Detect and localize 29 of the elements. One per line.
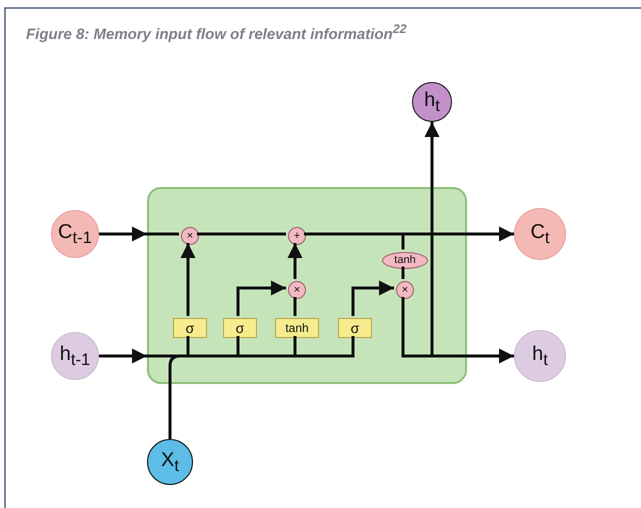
output-circle: h$_{t}$ [514, 330, 566, 382]
operation-ellipse: tanh [382, 252, 428, 268]
arrow [236, 280, 286, 316]
state-circle: C$_{t}$ [514, 208, 566, 260]
lstm-cell-box [147, 187, 467, 384]
operation-circle: × [181, 227, 199, 245]
arrow [99, 348, 147, 364]
operation-circle: × [288, 281, 306, 299]
arrow [352, 280, 394, 316]
input-circle: X$_{t}$ [147, 439, 193, 485]
state-circle: C$_{t-1}$ [51, 210, 99, 258]
connector-line [304, 232, 404, 250]
arrow [99, 226, 147, 242]
arrow [288, 243, 302, 279]
arrow [180, 243, 196, 316]
gate-box: σ [173, 318, 207, 338]
input-circle: h$_{t-1}$ [51, 332, 99, 380]
gate-box: σ [223, 318, 257, 338]
operation-circle: + [288, 227, 306, 245]
output-circle: h$_{t}$ [412, 82, 452, 122]
gate-box: σ [338, 318, 372, 338]
figure-title: Figure 8: Memory input flow of relevant information$^{22}$ [26, 22, 407, 43]
gate-box: tanh [275, 318, 319, 338]
operation-circle: × [396, 281, 414, 299]
connector-line [147, 232, 179, 236]
connector-line [168, 384, 172, 439]
connector-line [294, 297, 296, 316]
connector-line [402, 266, 404, 279]
connector-line [197, 232, 286, 236]
